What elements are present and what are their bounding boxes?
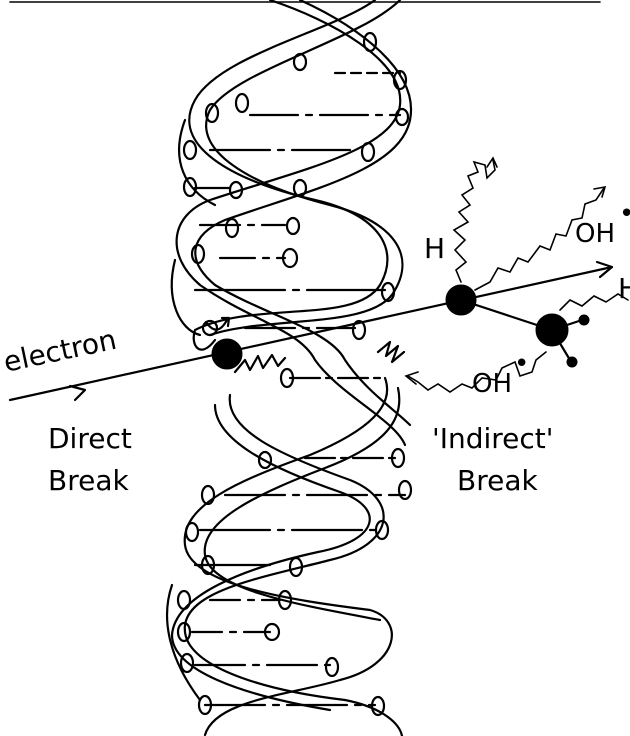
dna-helix-lower — [165, 376, 404, 736]
strand-lower-outer — [165, 583, 202, 702]
direct-ionization-dot — [211, 338, 243, 370]
hydroxyl-bottom-diffusion-path — [407, 351, 547, 393]
strand-a-lower — [183, 376, 393, 736]
phosphate-circle — [176, 621, 192, 643]
hydrogen-diffusion-path — [452, 159, 496, 283]
ionization-events — [211, 284, 590, 370]
phosphate-circle — [360, 141, 376, 163]
strand-a-upper-outer — [178, 118, 217, 207]
base-pairs-lower — [190, 376, 407, 707]
hydroxyl-radical-label-bottom: OH — [472, 369, 512, 399]
electron-path-line — [8, 265, 614, 402]
direct-break-label-line1: Direct — [48, 422, 132, 455]
phosphate-circle — [176, 589, 192, 611]
electron-arrow-head — [595, 260, 614, 279]
phosphate-circle — [182, 176, 198, 198]
phosphate-circle — [292, 52, 308, 72]
phosphate-circle — [292, 178, 308, 198]
phosphate-circle — [362, 31, 378, 53]
water-hydrogen-dot — [566, 356, 578, 368]
strand-a-lower-edge — [203, 386, 401, 622]
electron-label: electron — [1, 323, 120, 379]
phosphate-circle — [257, 450, 273, 470]
electron-label-arrow — [68, 384, 87, 402]
phosphate-circle — [397, 479, 413, 501]
dna-helix-upper — [170, 0, 413, 447]
phosphate-circle — [394, 107, 410, 127]
phosphate-circle — [392, 69, 408, 91]
phosphate-groups-upper — [182, 31, 410, 341]
phosphate-circle — [374, 519, 390, 541]
hydrogen-radical-label: H — [424, 232, 445, 265]
strand-a-upper-edge — [194, 0, 413, 427]
phosphate-circle — [285, 216, 301, 236]
hydroxyl-top-radical-dot: • — [619, 199, 630, 229]
phosphate-circle — [197, 694, 213, 716]
phosphate-circle — [190, 243, 206, 265]
phosphate-circle — [324, 656, 340, 678]
direct-break-label-line2: Break — [48, 464, 129, 497]
water-bond — [459, 298, 554, 332]
strand-b-lower-edge — [170, 403, 371, 712]
phosphate-circle — [200, 484, 216, 506]
hydroxyl-radical-label-top: OH — [575, 219, 615, 249]
hydroxyl-bottom-radical-dot: • — [514, 349, 529, 379]
water-bond — [550, 318, 584, 332]
phosphate-circle — [228, 180, 244, 200]
phosphate-circle — [380, 281, 396, 303]
phosphate-circle — [184, 521, 200, 543]
phosphate-circle — [281, 247, 299, 269]
phosphate-circle — [234, 92, 250, 114]
phosphate-circle — [182, 139, 198, 161]
strand-b-upper-edge — [205, 0, 404, 337]
phosphate-circle — [201, 319, 219, 337]
phosphate-circle — [277, 589, 293, 611]
phosphate-circle — [390, 447, 406, 469]
phosphate-circle — [204, 102, 220, 124]
hydrogen-arrow-head — [486, 156, 498, 168]
phosphate-circle — [224, 217, 240, 239]
phosphate-circle — [200, 554, 216, 576]
phosphate-circle — [288, 556, 304, 578]
strand-b-upper-outer — [170, 258, 202, 337]
indirect-break-jagged-edge — [376, 340, 406, 364]
hydroxyl-top-arrow-head — [593, 185, 607, 198]
base-pairs-upper — [193, 71, 402, 330]
phosphate-circle — [279, 367, 295, 389]
water-bond — [550, 328, 572, 362]
electron-track — [8, 260, 614, 402]
indirect-break-label-line1: 'Indirect' — [432, 422, 553, 455]
strand-b-lower — [183, 393, 404, 736]
phosphate-groups-lower — [176, 367, 413, 717]
hydrogen-edge-label: H — [618, 272, 630, 305]
strand-a-upper — [175, 0, 407, 447]
phosphate-circle — [179, 652, 195, 674]
phosphate-circle — [370, 695, 386, 717]
radical-diffusion-paths — [404, 156, 629, 393]
break-arrow-upper — [204, 316, 231, 331]
water-hydrogen-dot — [578, 314, 590, 326]
hydroxyl-bottom-arrow-head — [404, 371, 419, 385]
phosphate-circle — [263, 622, 281, 642]
phosphate-circle — [351, 319, 367, 341]
hydrogen-edge-diffusion-path — [559, 293, 629, 311]
indirect-break-label-line2: Break — [457, 464, 538, 497]
direct-break-jagged-edge — [233, 353, 287, 374]
hydroxyl-top-diffusion-path — [474, 187, 605, 291]
